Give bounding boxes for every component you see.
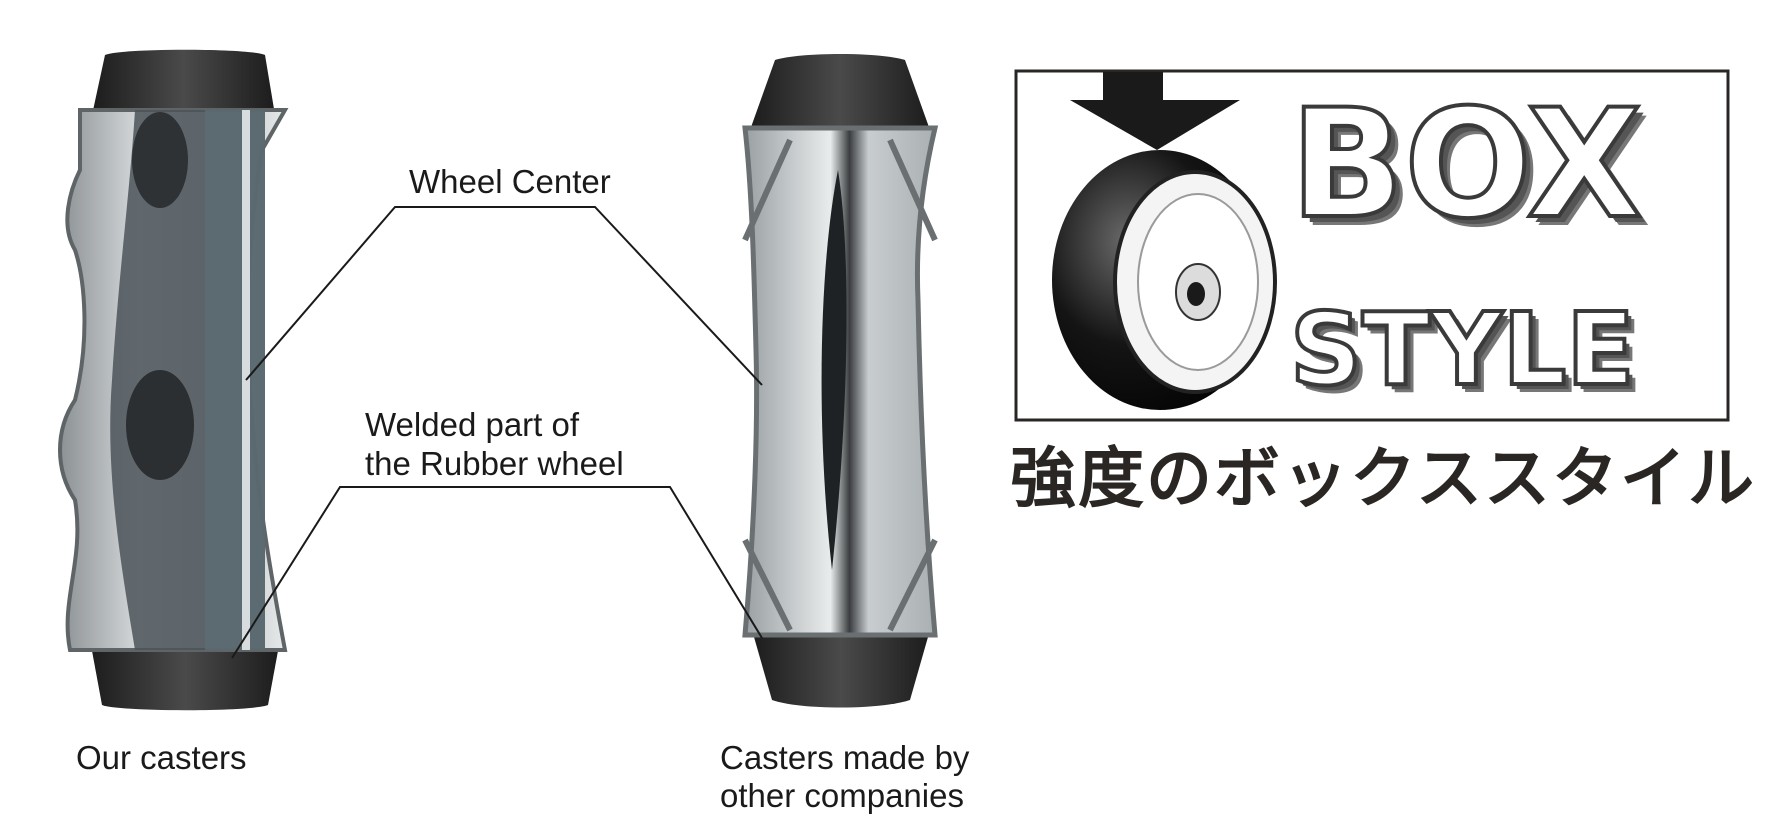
leader-lines <box>231 206 763 659</box>
wheel-center-leader <box>245 206 763 386</box>
logo-word-box: BOX <box>1288 78 1644 252</box>
welded-part-label-line2: the Rubber wheel <box>365 445 624 482</box>
other-caster-cross-section <box>742 54 939 708</box>
other-casters-caption-line1: Casters made by <box>720 739 970 776</box>
welded-part-label-line1: Welded part of <box>365 406 580 443</box>
logo-frame <box>1014 69 1730 422</box>
welded-part-leader <box>231 486 763 659</box>
caster-wheel-icon <box>1052 150 1277 410</box>
our-casters-caption: Our casters <box>76 739 247 776</box>
down-arrow-icon <box>1070 72 1240 150</box>
wheel-center-label: Wheel Center <box>409 163 611 200</box>
our-caster-cross-section <box>58 49 289 711</box>
other-casters-caption-line2: other companies <box>720 777 964 814</box>
logo-word-style: STYLE <box>1288 291 1637 408</box>
logo-tagline-ja: 強度のボックススタイル <box>1010 440 1757 517</box>
